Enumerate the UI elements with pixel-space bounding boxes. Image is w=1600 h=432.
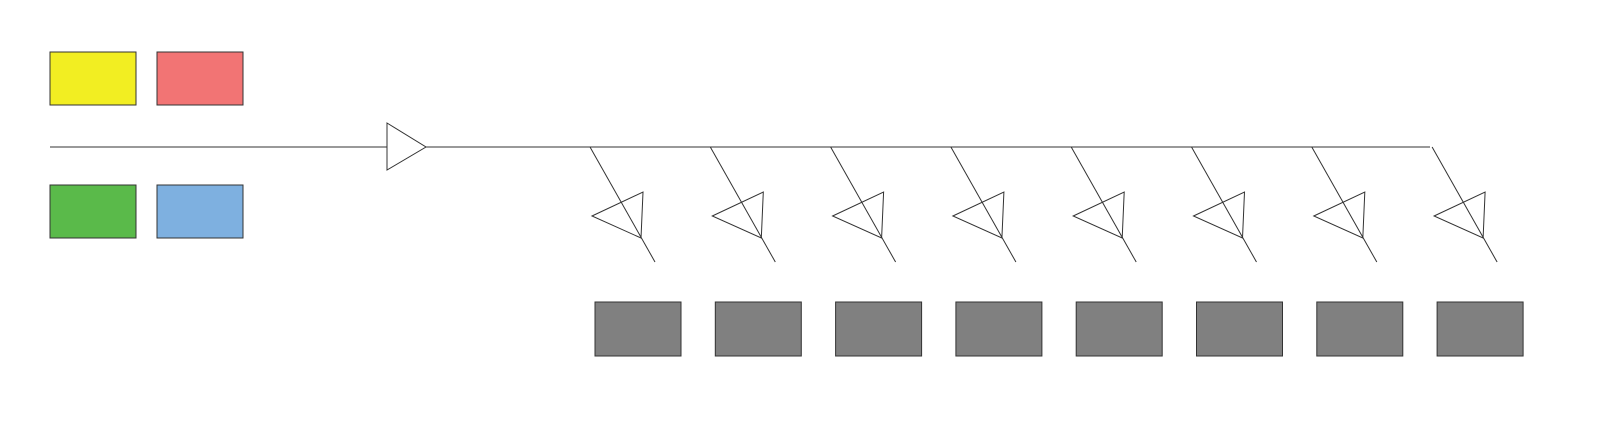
branch-arrow-triangle xyxy=(951,191,1005,239)
branch-group xyxy=(589,146,1524,357)
blue-swatch xyxy=(156,184,244,239)
branch-tap-line xyxy=(950,146,1017,263)
branch-tap-line xyxy=(1070,146,1137,263)
branch-arrow-triangle xyxy=(1312,191,1366,239)
yellow-swatch xyxy=(49,51,137,106)
green-swatch xyxy=(49,184,137,239)
branch-tap-line xyxy=(830,146,897,263)
gray-block xyxy=(594,301,682,357)
branch-arrow-triangle xyxy=(1072,191,1125,239)
gray-block xyxy=(1075,301,1163,357)
branch-arrow-triangle xyxy=(831,191,885,239)
branch-arrow-triangle xyxy=(1432,191,1486,239)
branch-tap-line xyxy=(1191,146,1257,263)
branch-arrow-triangle xyxy=(590,191,644,239)
gray-block xyxy=(1196,301,1283,357)
branch-arrow-triangle xyxy=(711,191,764,239)
gray-block xyxy=(714,301,802,357)
branch-arrow-triangle xyxy=(1192,191,1246,239)
branch-tap-line xyxy=(1431,146,1498,263)
branch-tap-line xyxy=(1311,146,1378,263)
gray-block xyxy=(835,301,923,357)
gray-block xyxy=(1436,301,1524,357)
main-arrow-triangle xyxy=(386,122,427,171)
red-swatch xyxy=(156,51,244,106)
gray-block xyxy=(1316,301,1404,357)
branch-tap-line xyxy=(709,146,776,263)
gray-block xyxy=(955,301,1043,357)
branch-tap-line xyxy=(589,146,656,263)
